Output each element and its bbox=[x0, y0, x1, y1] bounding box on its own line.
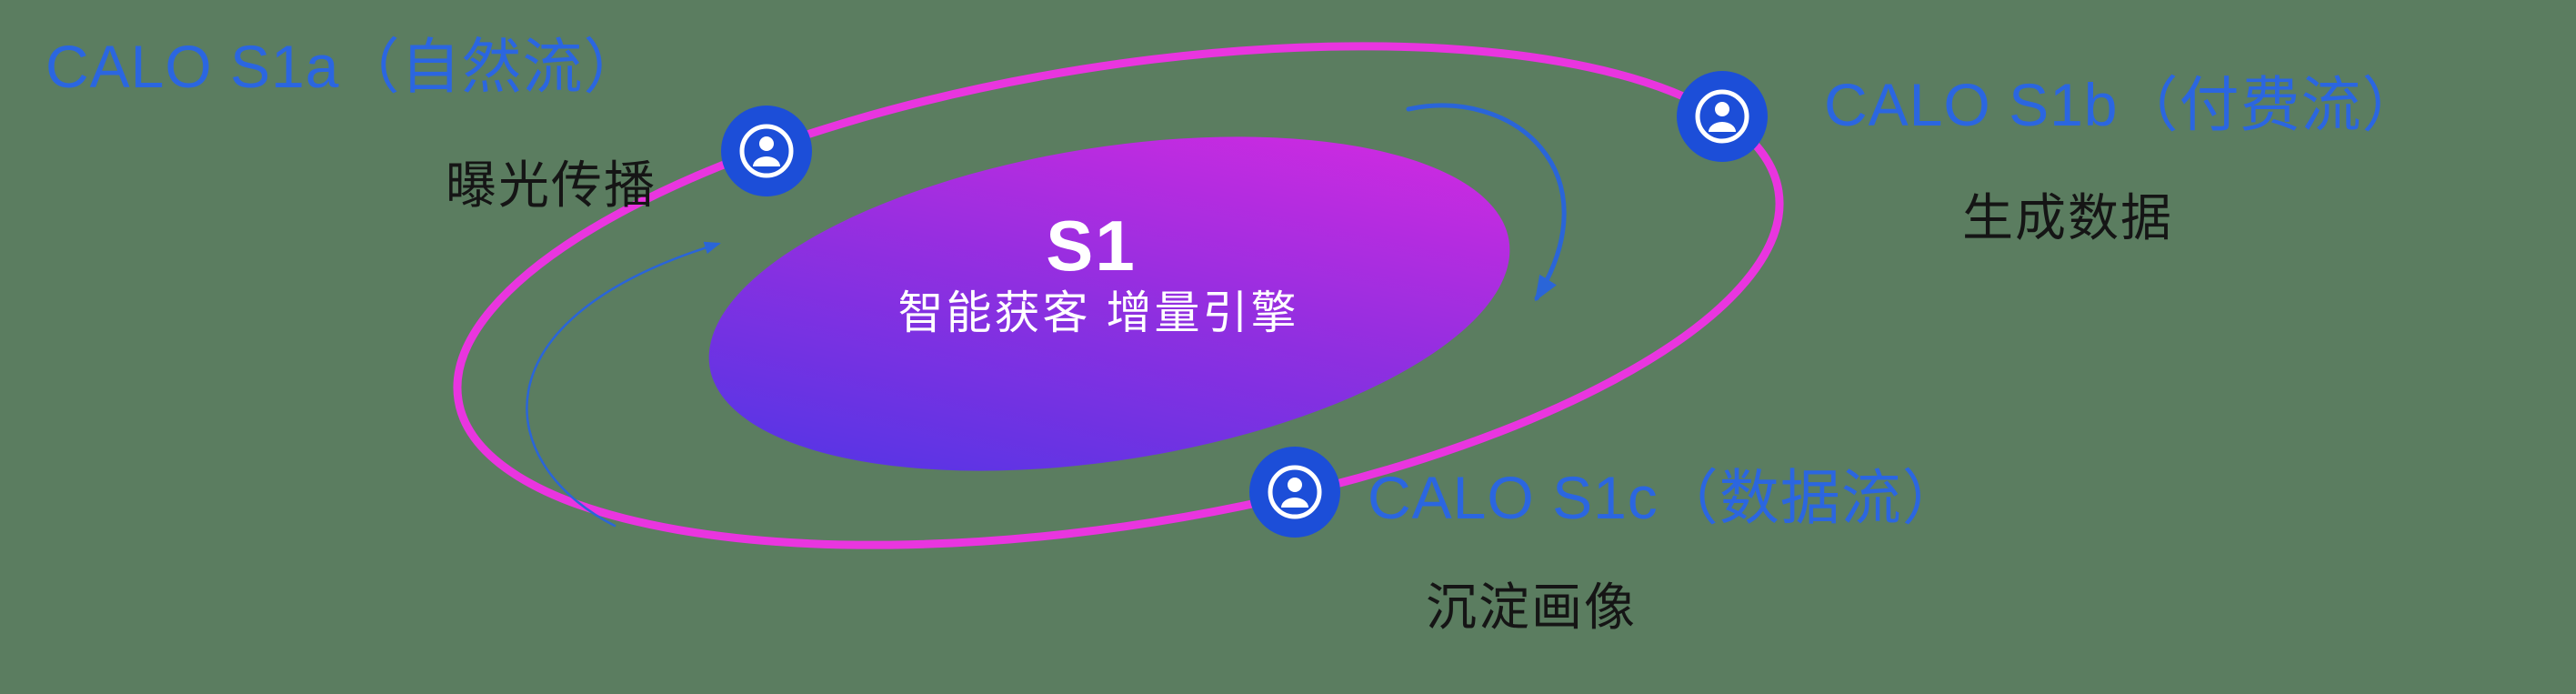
core-title: S1 bbox=[1046, 206, 1137, 286]
user-node-s1c bbox=[1249, 447, 1340, 538]
label-s1b-subtitle: 生成数据 bbox=[1962, 189, 2173, 246]
user-node-s1a bbox=[721, 106, 812, 196]
user-icon bbox=[739, 124, 794, 178]
label-s1a-title: CALO S1a（自然流） bbox=[45, 33, 645, 100]
user-node-s1b bbox=[1677, 71, 1768, 162]
user-icon bbox=[1695, 89, 1749, 144]
flow-arrow-right bbox=[1406, 103, 1567, 302]
label-s1c-title: CALO S1c（数据流） bbox=[1368, 464, 1963, 531]
label-s1c-subtitle: 沉淀画像 bbox=[1426, 578, 1637, 636]
orbit-ring bbox=[453, 42, 1784, 549]
user-icon bbox=[1268, 465, 1322, 519]
core-ellipse bbox=[708, 136, 1510, 471]
flow-arrow-left bbox=[526, 241, 721, 528]
core-subtitle: 智能获客 增量引擎 bbox=[897, 287, 1299, 338]
label-s1b-title: CALO S1b（付费流） bbox=[1824, 71, 2423, 138]
label-s1a-subtitle: 曝光传播 bbox=[446, 156, 657, 214]
